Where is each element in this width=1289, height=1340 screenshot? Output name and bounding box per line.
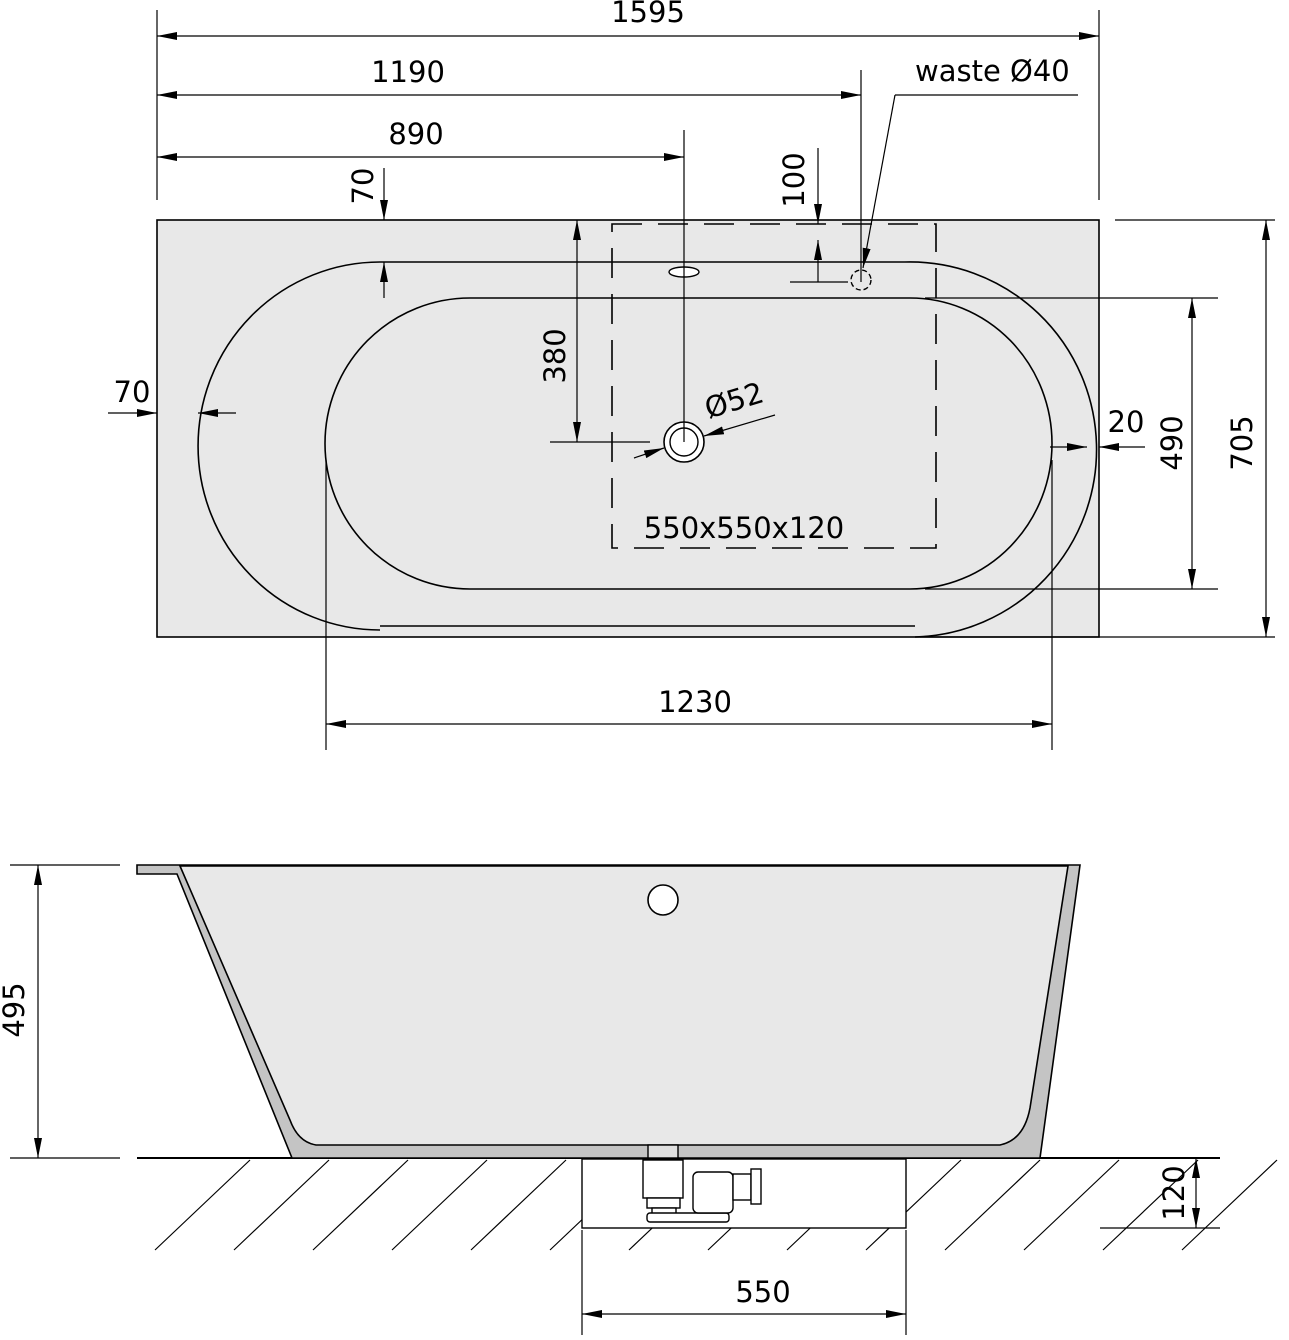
waste-label: waste Ø40: [915, 54, 1070, 88]
service-opening-label: 550x550x120: [644, 511, 844, 545]
hatch-line: [1102, 1159, 1199, 1251]
tub-rim-outline: [197, 261, 1098, 638]
waste-leader-arrow: [862, 94, 896, 269]
dim-495: 495: [0, 982, 31, 1037]
hatch-line: [391, 1159, 488, 1251]
hatch-line: [1023, 1159, 1120, 1251]
tub-outline-rect: [156, 219, 1100, 638]
dim-70-top: 70: [346, 168, 380, 205]
dim-70-left: 70: [114, 375, 151, 409]
hatch-line: [865, 1159, 962, 1251]
dim-490: 490: [1155, 415, 1189, 470]
extension-lines: [156, 10, 1275, 750]
tub-basin-outline: [324, 297, 1053, 590]
waste-hole: [850, 269, 872, 291]
dim-line-d52-b: [633, 447, 665, 459]
dim-line-d52: [703, 414, 776, 437]
hatch-line: [312, 1159, 409, 1251]
dim-20: 20: [1108, 405, 1145, 439]
hatch-line: [470, 1159, 567, 1251]
service-opening-outline: [611, 223, 937, 549]
dim-100: 100: [777, 152, 811, 207]
dim-1190: 1190: [371, 55, 445, 89]
side-view: 495 120 550: [0, 864, 1278, 1335]
side-extension-lines: [10, 864, 1220, 1335]
overflow-hole-side: [647, 884, 679, 916]
drain-trap: [642, 1144, 762, 1223]
hatch-line: [154, 1159, 251, 1251]
dim-550: 550: [735, 1275, 790, 1309]
dim-890: 890: [388, 117, 443, 151]
hatch-line: [944, 1159, 1041, 1251]
dim-120: 120: [1157, 1165, 1191, 1220]
tub-interior: [178, 865, 1069, 1146]
hatch-line: [233, 1159, 330, 1251]
dim-1595: 1595: [611, 0, 685, 29]
dim-705: 705: [1225, 415, 1259, 470]
hatch-line: [1181, 1159, 1278, 1251]
plan-view: 1595 1190 890 waste Ø40 70 100 70 380 Ø5…: [108, 0, 1275, 750]
dim-1230: 1230: [658, 685, 732, 719]
dim-380: 380: [538, 328, 572, 383]
